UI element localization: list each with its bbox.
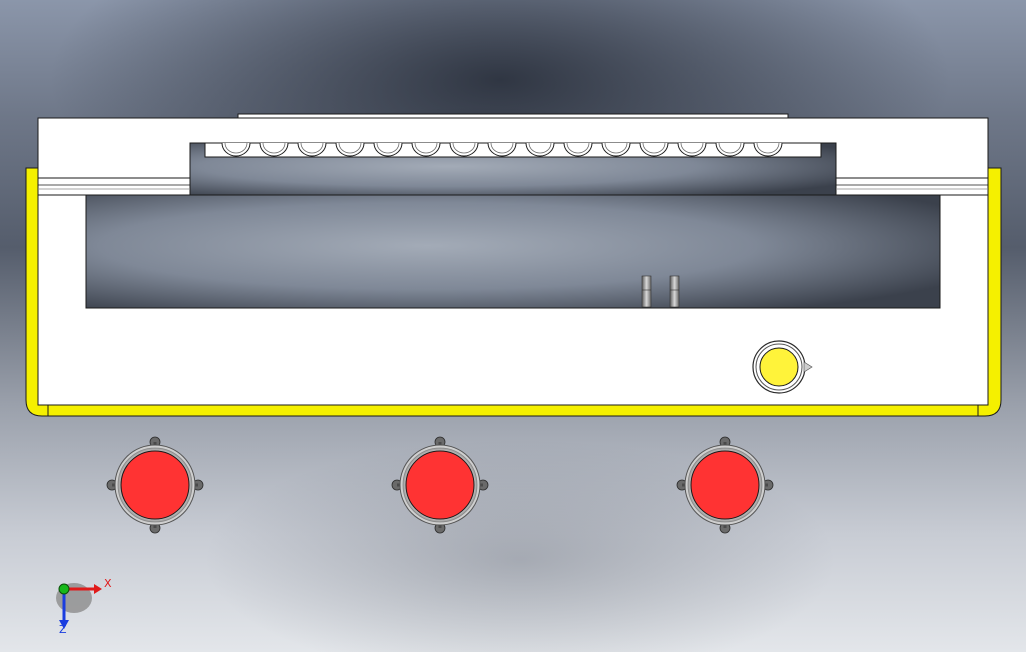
roller — [639, 142, 669, 157]
roller — [677, 142, 707, 157]
roller-group — [221, 142, 783, 157]
red-knob-button[interactable] — [676, 436, 774, 534]
yellow-indicator-button[interactable] — [752, 340, 813, 394]
coordinate-triad: X Z — [56, 577, 112, 636]
roller — [525, 142, 555, 157]
roller — [221, 142, 251, 157]
z-axis-arrowhead — [59, 620, 69, 629]
pin — [641, 275, 652, 308]
roller — [601, 142, 631, 157]
x-axis-label: X — [104, 577, 112, 590]
roller — [259, 142, 289, 157]
red-knob-button[interactable] — [106, 436, 204, 534]
roller — [487, 142, 517, 157]
pin — [669, 275, 680, 308]
inner-cavity — [85, 194, 941, 309]
roller — [335, 142, 365, 157]
roller — [449, 142, 479, 157]
roller — [563, 142, 593, 157]
connector-pins — [641, 275, 680, 308]
x-axis-arrowhead — [94, 584, 102, 594]
roller — [373, 142, 403, 157]
red-button-group — [106, 436, 774, 534]
roller — [715, 142, 745, 157]
right-rail — [835, 177, 989, 196]
roller — [753, 142, 783, 157]
y-axis-dot — [58, 583, 70, 595]
red-knob-button[interactable] — [391, 436, 489, 534]
z-axis-label: Z — [59, 623, 67, 636]
roller — [297, 142, 327, 157]
roller — [411, 142, 441, 157]
yellow-trim-frame — [25, 167, 1002, 417]
top-strip — [237, 113, 789, 119]
left-rail — [37, 177, 191, 196]
